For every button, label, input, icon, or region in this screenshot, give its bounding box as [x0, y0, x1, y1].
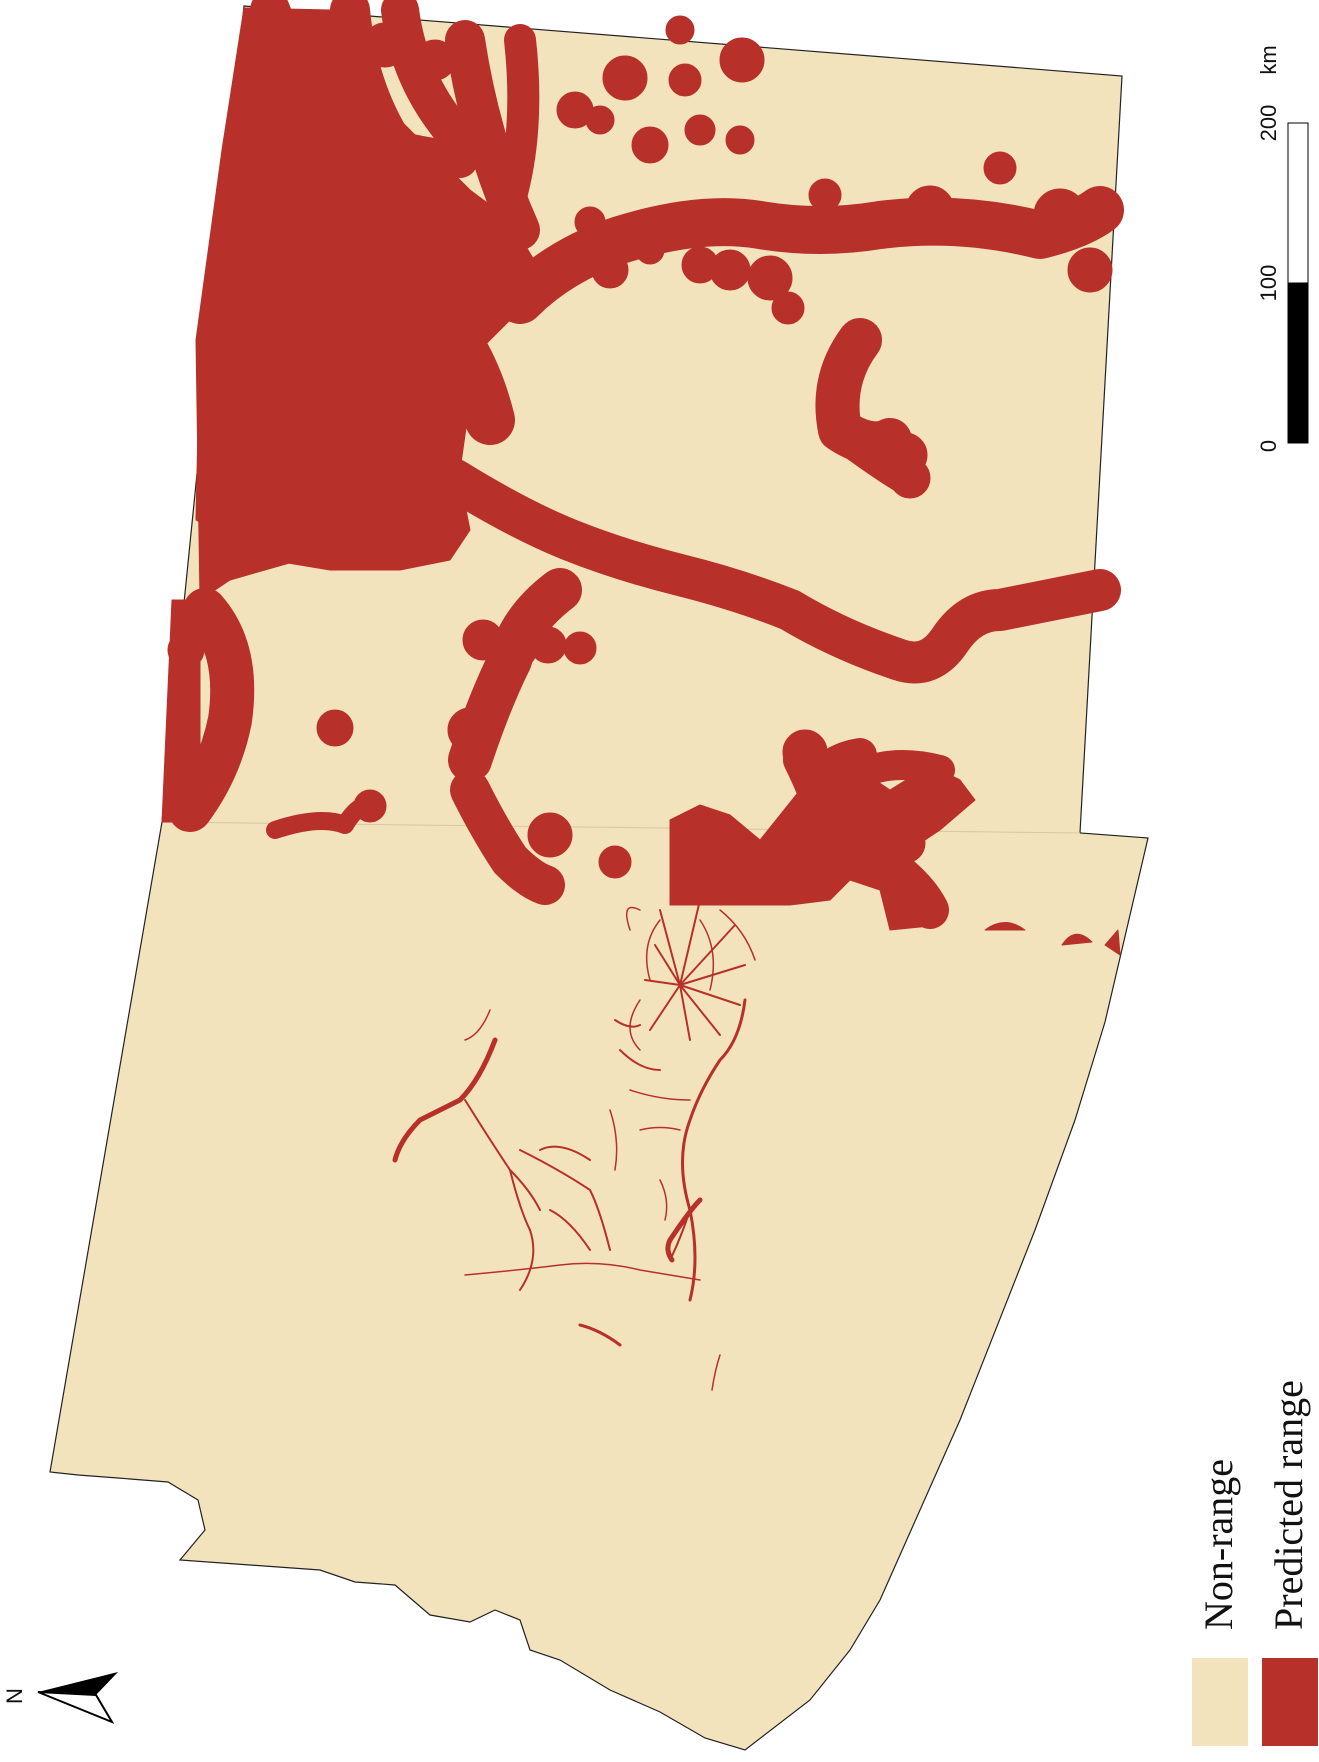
- scale-bar-segment-100-200: [1287, 122, 1309, 284]
- legend-swatch-predicted-range: [1262, 1658, 1318, 1746]
- legend-swatch-non-range: [1192, 1658, 1248, 1746]
- predicted-range-areas: [161, 0, 1124, 956]
- scale-bar-segment-0-100: [1287, 282, 1309, 444]
- scale-tick-100: 100: [1256, 265, 1281, 302]
- scale-tick-0: 0: [1256, 440, 1281, 452]
- legend-label-non-range: Non-range: [1196, 1459, 1241, 1630]
- scale-unit: km: [1256, 45, 1281, 74]
- scale-tick-200: 200: [1256, 105, 1281, 142]
- north-arrow-icon: N: [2, 1672, 118, 1725]
- north-label: N: [2, 1688, 27, 1704]
- predicted-range-streams: [392, 899, 756, 1391]
- range-mass-west: [195, 329, 471, 571]
- legend-label-predicted-range: Predicted range: [1266, 1380, 1311, 1630]
- scale-bar: 0 100 200 km: [1256, 45, 1309, 452]
- legend: Non-range Predicted range: [1192, 1380, 1318, 1746]
